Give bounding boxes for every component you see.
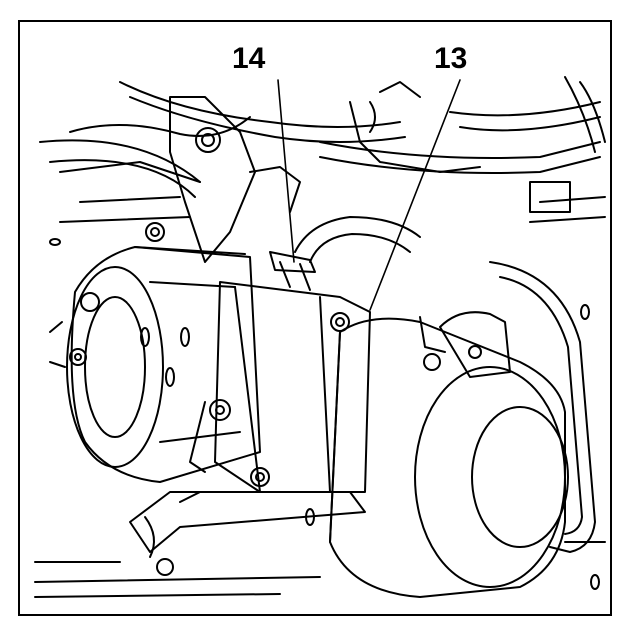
central-housing xyxy=(189,281,371,493)
callout-leaders xyxy=(277,79,461,311)
leader-13 xyxy=(369,79,461,311)
background-hoses xyxy=(39,76,606,223)
strap-14 xyxy=(269,251,316,291)
hose-loop xyxy=(294,216,421,263)
tie-rod xyxy=(129,467,366,576)
leader-14 xyxy=(277,79,295,263)
callout-label-13: 13 xyxy=(434,42,468,75)
callout-label-14: 14 xyxy=(232,42,266,75)
engine-starter-illustration xyxy=(34,76,606,598)
diagram-frame: 14 13 xyxy=(18,20,612,616)
alternator xyxy=(49,222,261,483)
support-rod xyxy=(489,261,596,553)
chassis-lines xyxy=(34,238,606,598)
solenoid xyxy=(419,311,511,378)
mounting-bracket xyxy=(169,96,301,263)
